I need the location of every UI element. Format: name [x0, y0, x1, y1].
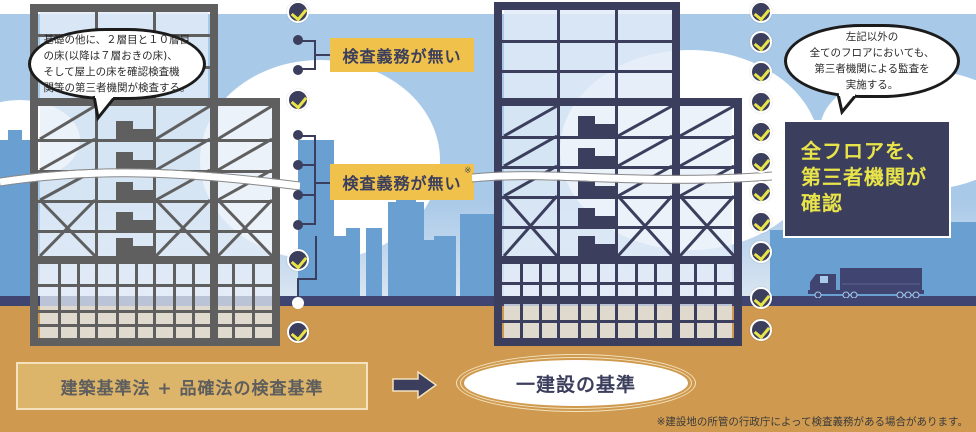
- city-building: [346, 228, 360, 238]
- check-icon: [750, 91, 772, 113]
- connector-line: [297, 278, 317, 280]
- ellipse-ring: [456, 354, 696, 412]
- city-building: [388, 202, 424, 300]
- all-floors-info-box: 全フロアを、 第三者機関が 確認: [783, 120, 951, 238]
- company-standard-text: 一建設の基準: [515, 373, 636, 396]
- info-line: 確認: [801, 191, 843, 215]
- bracket-connector: [298, 135, 316, 225]
- label-text: 検査義務が無い: [342, 174, 462, 193]
- foundation-marker: [292, 297, 304, 309]
- check-icon: [750, 181, 772, 203]
- left-bubble-tail: [92, 94, 116, 122]
- check-icon: [287, 321, 309, 343]
- left-bracing: [38, 104, 274, 258]
- city-building: [434, 236, 456, 300]
- info-line: 第三者機関が: [801, 165, 927, 189]
- check-icon: [750, 287, 772, 309]
- dot-marker: [293, 65, 303, 75]
- connector-line: [316, 182, 330, 184]
- city-building: [396, 196, 416, 204]
- right-bubble-tail: [836, 92, 858, 116]
- road: [0, 296, 976, 306]
- bubble-line: 第三者機関による監査を: [814, 63, 930, 75]
- bubble-line: 実施する。: [845, 79, 899, 91]
- no-inspection-label: 検査義務が無い: [330, 38, 474, 72]
- check-icon: [750, 151, 772, 173]
- check-icon: [750, 61, 772, 83]
- connector-line: [297, 278, 299, 298]
- bubble-line: 関等の第三者機関が検査する。: [43, 82, 191, 94]
- label-text: 検査義務が無い: [342, 47, 462, 66]
- bubble-line: の床(以降は７層おきの床)、: [43, 50, 178, 62]
- connector-tick: [298, 194, 316, 196]
- check-icon: [750, 319, 772, 341]
- city-building: [8, 130, 22, 144]
- connector-line: [316, 54, 330, 56]
- check-icon: [750, 211, 772, 233]
- dot-marker: [293, 220, 303, 230]
- bubble-line: 左記以外の: [845, 31, 899, 43]
- right-speech-bubble: 左記以外の 全てのフロアにおいても、 第三者機関による監査を 実施する。: [784, 24, 960, 98]
- no-inspection-label-with-note: 検査義務が無い: [330, 164, 474, 200]
- check-icon: [750, 121, 772, 143]
- right-building: [494, 2, 742, 346]
- check-icon: [750, 31, 772, 53]
- connector-tick: [298, 164, 316, 166]
- footnote: ※建設地の所管の行政庁によって検査義務がある場合があります。: [656, 416, 968, 428]
- ellipse-ring: [460, 357, 692, 409]
- left-speech-bubble: 基礎の他に、２層目と１０層目 の床(以降は７層おきの床)、 そして屋上の床を確認…: [28, 28, 206, 100]
- city-building: [0, 140, 34, 300]
- check-icon: [287, 1, 309, 23]
- city-building: [460, 214, 494, 300]
- truck-icon: [808, 268, 924, 298]
- company-standard-label: 一建設の基準: [464, 360, 688, 406]
- city-building: [424, 240, 436, 300]
- city-building: [334, 236, 360, 300]
- bubble-line: そして屋上の床を確認検査機: [43, 66, 180, 78]
- note-mark: ※: [464, 166, 472, 176]
- check-icon: [750, 1, 772, 23]
- arrow-right-icon: [392, 371, 438, 399]
- check-icon: [287, 89, 309, 111]
- omission-break-left: [0, 168, 300, 191]
- legal-standard-label: 建築基準法 + 品確法の検査基準: [16, 362, 368, 410]
- legal-standard-text: 建築基準法 + 品確法の検査基準: [60, 378, 324, 399]
- city-building: [366, 228, 382, 300]
- connector-line: [315, 236, 317, 280]
- check-icon: [750, 241, 772, 263]
- check-icon: [287, 249, 309, 271]
- omission-break-right: [472, 171, 772, 184]
- right-bracing: [502, 104, 736, 258]
- bubble-line: 全てのフロアにおいても、: [809, 47, 935, 59]
- bracket-connector: [298, 40, 316, 70]
- bubble-line: 基礎の他に、２層目と１０層目: [43, 34, 191, 46]
- info-line: 全フロアを、: [801, 139, 927, 163]
